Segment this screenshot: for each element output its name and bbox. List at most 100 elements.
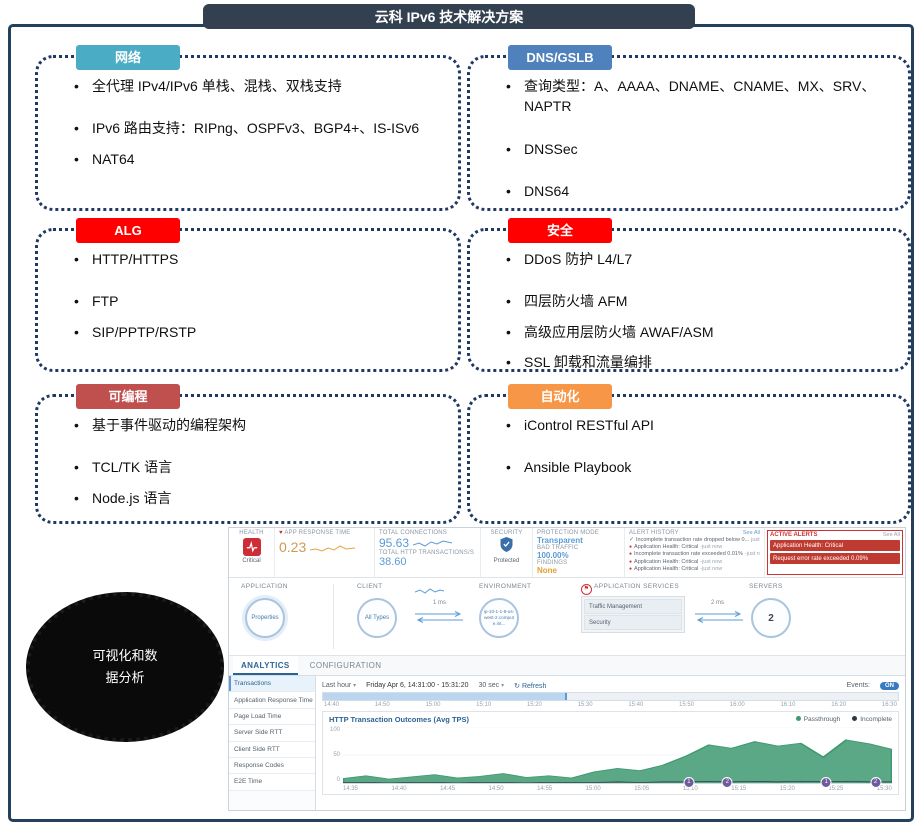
event-marker[interactable]: 2 <box>721 777 733 788</box>
range-select[interactable]: Last hour ▾ <box>322 682 357 689</box>
flag-icon: ⚑ <box>581 584 592 595</box>
app-response-time-metric: ♥ APP RESPONSE TIME 0.23 <box>275 528 375 577</box>
client-latency-label: 1 ms <box>433 600 447 606</box>
time-controls: Last hour ▾ Friday Apr 6, 14:31:00 - 15:… <box>322 679 899 692</box>
list-item: 基于事件驱动的编程架构 <box>72 415 442 436</box>
events-toggle[interactable]: ON <box>880 681 899 690</box>
area-chart-svg <box>343 727 892 783</box>
sidebar-item-transactions[interactable]: Transactions <box>229 676 315 693</box>
feature-box-dns-gslb-list: 查询类型：A、AAAA、DNAME、CNAME、MX、SRV、NAPTR DNS… <box>470 58 908 219</box>
sidebar-item-client-side-rtt[interactable]: Client Side RTT <box>229 741 315 758</box>
feature-box-dns-gslb-tab: DNS/GSLB <box>508 45 612 70</box>
time-range-slider[interactable] <box>322 692 899 701</box>
active-alerts-title: ACTIVE ALERTS <box>770 532 818 538</box>
legend-item-passthrough[interactable]: Passthrough <box>795 716 840 723</box>
list-item: SSL 卸载和流量编排 <box>504 352 892 373</box>
list-item: FTP <box>72 291 442 312</box>
pm-label: PROTECTION MODE <box>537 530 600 536</box>
active-alerts-see-all-link[interactable]: See All <box>882 532 900 538</box>
sidebar-item-page-load-time[interactable]: Page Load Time <box>229 708 315 726</box>
tc-label: TOTAL CONNECTIONS <box>379 530 447 536</box>
servers-node[interactable]: 2 <box>751 598 791 638</box>
legend-item-incomplete[interactable]: Incomplete <box>852 716 892 723</box>
analytics-dashboard: HEALTH Critical ♥ APP RESPONSE TIME 0.23… <box>228 527 906 811</box>
feature-box-security-tab: 安全 <box>508 218 612 243</box>
list-item: 高级应用层防火墙 AWAF/ASM <box>504 322 892 343</box>
application-services-box: Traffic Management Security <box>581 596 685 633</box>
visualization-ellipse: 可视化和数据分析 <box>26 592 224 742</box>
sidebar-item-response-codes[interactable]: Response Codes <box>229 757 315 775</box>
refresh-button[interactable]: ↻ Refresh <box>514 682 547 690</box>
tab-analytics[interactable]: ANALYTICS <box>233 656 298 675</box>
metrics-strip: HEALTH Critical ♥ APP RESPONSE TIME 0.23… <box>229 528 905 578</box>
services-column-label: APPLICATION SERVICES <box>594 583 680 590</box>
feature-box-security: 安全 DDoS 防护 L4/L7 四层防火墙 AFM 高级应用层防火墙 AWAF… <box>467 218 911 372</box>
feature-box-network-tab: 网络 <box>76 45 180 70</box>
environment-node[interactable]: ip-10-1-1-8-us-west-2.compute.int... <box>479 598 519 638</box>
legend-dot <box>852 716 858 721</box>
list-item: DDoS 防护 L4/L7 <box>504 249 892 270</box>
servers-column-label: SERVERS <box>749 583 783 590</box>
findings-value: None <box>537 566 557 576</box>
interval-select[interactable]: 30 sec ▾ <box>478 682 505 689</box>
heart-icon: ♥ <box>279 530 283 536</box>
feature-box-alg-tab: ALG <box>76 218 180 243</box>
active-alert-bar: Request error rate exceeded 0.09% <box>770 553 900 564</box>
bt-label: BAD TRAFFIC <box>537 545 579 552</box>
bidirectional-arrow-icon <box>415 611 463 623</box>
list-item: 查询类型：A、AAAA、DNAME、CNAME、MX、SRV、NAPTR <box>504 76 892 117</box>
event-marker[interactable]: 2 <box>870 777 882 788</box>
feature-box-programmable: 可编程 基于事件驱动的编程架构 TCL/TK 语言 Node.js 语言 <box>35 384 461 524</box>
list-item: TCL/TK 语言 <box>72 457 442 478</box>
tab-configuration[interactable]: CONFIGURATION <box>309 661 382 670</box>
list-item: IPv6 路由支持：RIPng、OSPFv3、BGP4+、IS-ISv6 <box>72 118 442 139</box>
security-metric: SECURITY Protected <box>481 528 533 577</box>
feature-box-dns-gslb: DNS/GSLB 查询类型：A、AAAA、DNAME、CNAME、MX、SRV、… <box>467 45 911 211</box>
selected-time-window[interactable] <box>323 693 567 700</box>
service-row[interactable]: Traffic Management <box>584 599 682 614</box>
date-range-label: Friday Apr 6, 14:31:00 - 15:31:20 <box>366 682 469 689</box>
metrics-sidebar: Transactions Application Response Time P… <box>229 676 316 810</box>
page-title: 云科 IPv6 技术解决方案 <box>203 4 695 29</box>
sidebar-item-server-side-rtt[interactable]: Server Side RTT <box>229 725 315 742</box>
service-row[interactable]: Security <box>584 615 682 630</box>
alert-history: ALERT HISTORY See All ✓Incomplete transa… <box>625 528 765 577</box>
connections-sparkline <box>413 540 453 547</box>
active-alerts: ACTIVE ALERTS See All Application Health… <box>767 530 903 575</box>
analytics-tab-bar: ANALYTICS CONFIGURATION <box>229 656 905 676</box>
column-divider <box>333 584 334 649</box>
environment-column-label: ENVIRONMENT <box>479 583 532 590</box>
bt-value: 100.00% <box>537 551 569 561</box>
alert-history-see-all-link[interactable]: See All <box>742 530 760 536</box>
totals-metric: TOTAL CONNECTIONS 95.63 TOTAL HTTP TRANS… <box>375 528 481 577</box>
event-marker[interactable]: 1 <box>683 777 695 788</box>
shield-icon <box>485 536 528 558</box>
sidebar-item-app-response-time[interactable]: Application Response Time <box>229 692 315 709</box>
list-item: Node.js 语言 <box>72 488 442 509</box>
tht-value: 38.60 <box>379 556 407 568</box>
health-label: HEALTH <box>239 530 264 536</box>
chart-legend: Passthrough Incomplete <box>795 716 892 723</box>
list-item: DNSSec <box>504 139 892 160</box>
list-item: DNS64 <box>504 181 892 202</box>
tht-label: TOTAL HTTP TRANSACTIONS/S <box>379 550 475 556</box>
chart-plot-area[interactable]: 1 2 1 2 <box>343 727 892 788</box>
application-properties-node[interactable]: Properties <box>245 598 285 638</box>
y-axis-labels: 100 50 0 <box>329 727 340 783</box>
event-marker[interactable]: 1 <box>820 777 832 788</box>
feature-box-security-list: DDoS 防护 L4/L7 四层防火墙 AFM 高级应用层防火墙 AWAF/AS… <box>470 231 908 390</box>
list-item: SIP/PPTP/RSTP <box>72 322 442 343</box>
response-time-sparkline <box>310 545 356 552</box>
list-item: NAT64 <box>72 149 442 170</box>
alert-dot-icon: ● <box>629 566 633 573</box>
list-item: Ansible Playbook <box>504 457 892 478</box>
refresh-icon: ↻ <box>514 682 520 690</box>
alert-history-item: ●Application Health: Critical-just now <box>629 566 723 573</box>
sidebar-item-e2e-time[interactable]: E2E Time <box>229 774 315 791</box>
alert-history-item: ●Incomplete transaction rate exceeded 0.… <box>629 551 760 558</box>
client-node[interactable]: All Types <box>357 598 397 638</box>
health-pulse-icon <box>242 538 261 556</box>
findings-label: FINDINGS <box>537 560 568 567</box>
bidirectional-arrow-icon <box>695 611 743 623</box>
